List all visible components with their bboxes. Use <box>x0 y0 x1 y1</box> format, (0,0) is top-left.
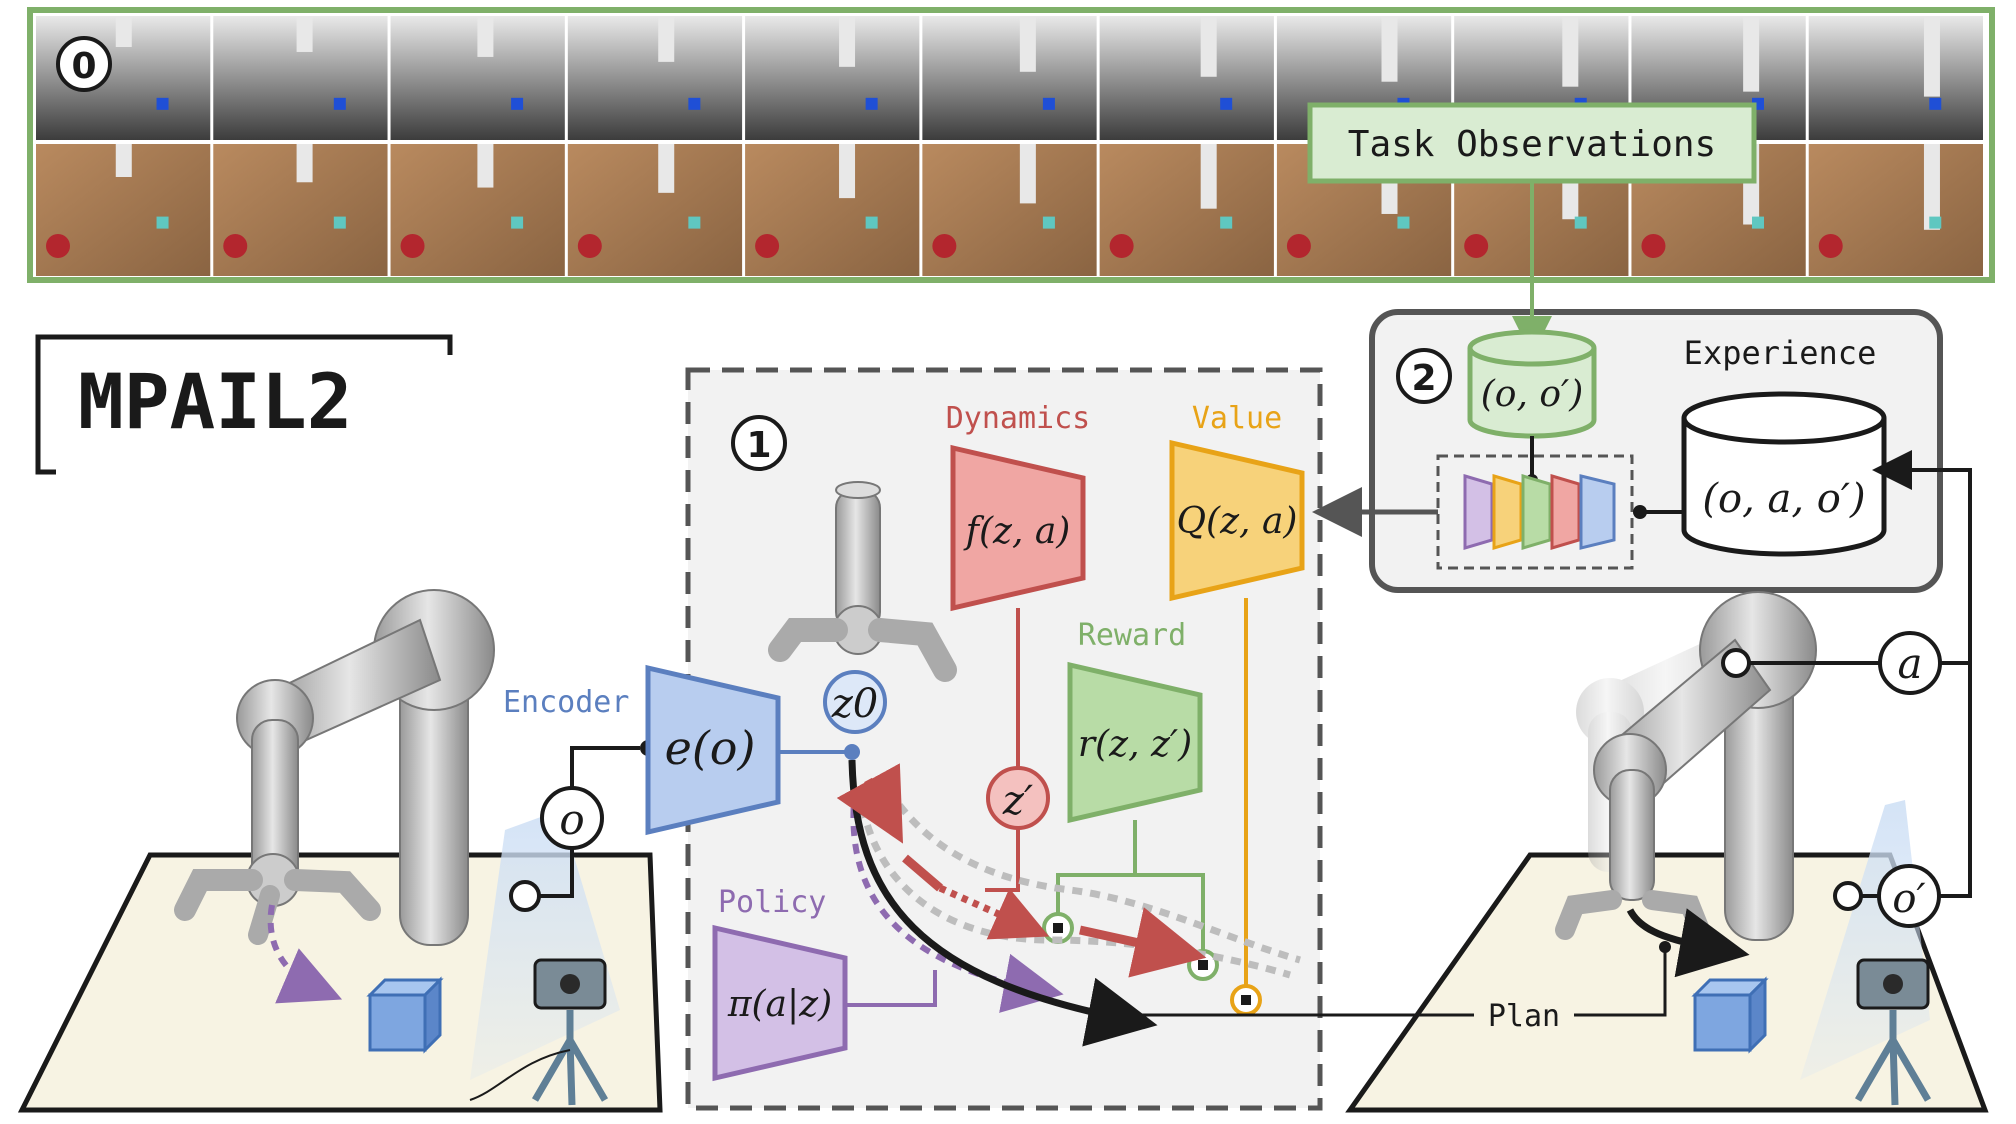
value-fn: Q(z, a) <box>1177 501 1298 542</box>
policy-fn: π(a|z) <box>727 984 832 1025</box>
next-observation-node: o′ <box>1877 864 1941 928</box>
observation-frame-bottom <box>36 144 211 276</box>
step-0-badge: 0 <box>56 36 112 92</box>
agent-buffer: (o, a, o′) <box>1681 391 1887 557</box>
svg-text:o: o <box>559 795 584 844</box>
action-a-node: a <box>1878 631 1942 695</box>
dynamics-block <box>950 444 1086 612</box>
svg-text:a: a <box>1897 639 1922 688</box>
observation-frame-top <box>213 16 388 140</box>
observation-frame-bottom <box>390 144 565 276</box>
observation-o-node: o <box>540 786 604 850</box>
svg-text:1: 1 <box>746 425 771 466</box>
svg-text:0: 0 <box>71 46 96 87</box>
left-robot-scene: o <box>17 589 663 1113</box>
reward-fn: r(z, z′) <box>1078 724 1192 765</box>
plan-label: Plan <box>1488 999 1560 1034</box>
model-panel: 1 Encoder e(o) z0 Dynamics f(z, a) z′ <box>503 367 1323 1111</box>
encoder-fn: e(o) <box>665 721 756 775</box>
title-bracket: MPAIL2 <box>35 334 453 475</box>
right-robot-scene: a o′ Plan <box>1140 470 1989 1113</box>
observation-frame-top <box>1808 16 1983 140</box>
value-block <box>1169 439 1305 602</box>
policy-label: Policy <box>718 885 826 920</box>
observation-frame-top <box>390 16 565 140</box>
observation-frame-bottom <box>745 144 920 276</box>
encoder-label: Encoder <box>503 685 629 720</box>
task-observation-strip: 0 Task Observations <box>27 7 1995 283</box>
step-2-badge: 2 <box>1396 348 1452 404</box>
experience-panel: 2 Experience (o, o′) (o, a, o′) <box>1312 190 1943 593</box>
encoder-block <box>645 664 781 836</box>
policy-block <box>712 924 848 1082</box>
dynamics-fn: f(z, a) <box>963 511 1071 552</box>
observation-frame-top <box>922 16 1097 140</box>
stacked-model-icon <box>1436 454 1634 570</box>
observation-frame-top <box>1099 16 1274 140</box>
expert-buffer: (o, o′) <box>1467 329 1597 439</box>
reward-block <box>1067 661 1203 824</box>
svg-text:z0: z0 <box>831 681 879 727</box>
observation-frame-bottom <box>213 144 388 276</box>
svg-text:2: 2 <box>1411 358 1436 399</box>
left-camera-cone <box>470 810 620 1080</box>
left-camera <box>469 958 609 1106</box>
svg-text:(o, o′): (o, o′) <box>1481 374 1584 415</box>
gripper-illustration <box>768 481 957 682</box>
task-observations-label: Task Observations <box>1348 124 1716 165</box>
svg-text:o′: o′ <box>1892 876 1925 922</box>
observation-frame-top <box>745 16 920 140</box>
dynamics-label: Dynamics <box>946 401 1091 436</box>
experience-label: Experience <box>1684 334 1877 372</box>
left-cube <box>366 976 444 1054</box>
right-cube <box>1691 976 1769 1054</box>
observation-frame-bottom <box>922 144 1097 276</box>
reward-label: Reward <box>1078 618 1186 653</box>
svg-text:(o, a, o′): (o, a, o′) <box>1702 476 1865 522</box>
observation-frame-bottom <box>1099 144 1274 276</box>
latent-z0-node: z0 <box>823 670 887 734</box>
task-observations-label-box: Task Observations <box>1307 102 1757 184</box>
right-camera <box>1854 958 1932 1106</box>
observation-frame-bottom <box>1808 144 1983 276</box>
observation-frame-bottom <box>567 144 743 276</box>
value-label: Value <box>1192 401 1282 436</box>
step-1-badge: 1 <box>731 415 787 471</box>
svg-text:z′: z′ <box>1002 778 1033 824</box>
page-title: MPAIL2 <box>78 357 353 446</box>
observation-frame-top <box>567 16 743 140</box>
latent-zprime-node: z′ <box>986 766 1050 830</box>
